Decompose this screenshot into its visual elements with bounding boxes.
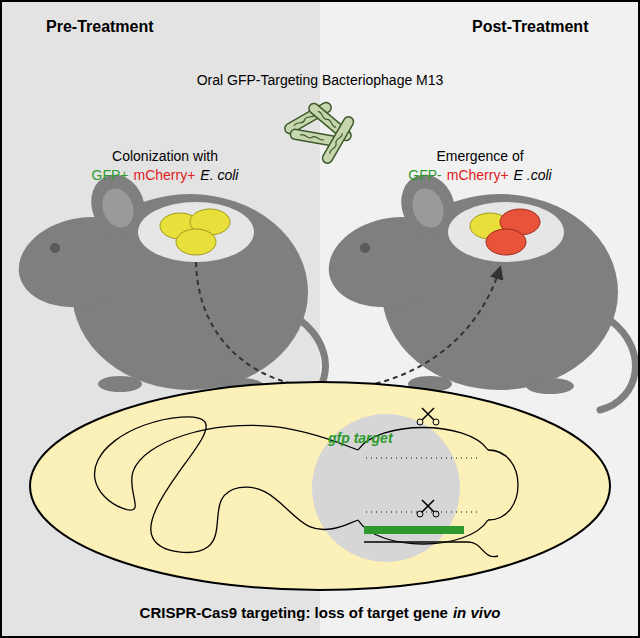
label-row: Oral GFP-Targeting Bacteriophage M13 [197,72,444,88]
bacteria-pre [160,209,230,255]
label-row: GFP+mCherry+ E. coli [92,167,239,183]
panel-heading: Pre-Treatment [46,18,154,36]
annotation-text: Oral GFP-Targeting Bacteriophage M13 [197,72,444,88]
dashed-arrow [196,262,500,389]
annotation-text: E. coli [200,167,238,183]
annotation-text: Colonization with [112,148,218,164]
annotation-text: GFP+ [92,167,129,183]
label-row: GFP-mCherry+ E .coli [408,167,551,183]
annotation-text: mCherry+ [133,167,195,183]
annotation-text: E .coli [514,167,552,183]
label-row: Colonization with [112,148,218,164]
mouse-pre [10,167,325,410]
panel-heading: Post-Treatment [472,18,588,36]
annotation-text: Emergence of [436,148,523,164]
label-row: CRISPR-Cas9 targeting: loss of target ge… [140,604,501,621]
cell-outline [28,380,612,592]
phage-icon [283,101,355,165]
annotation-text: in vivo [453,604,501,621]
bacterium-cell: gfp target [28,380,612,592]
annotation-text: mCherry+ [447,167,509,183]
bacteria-post [470,209,540,255]
mouse-post [320,167,635,410]
annotation-text: CRISPR-Cas9 targeting: loss of target ge… [140,604,448,621]
annotation-text: GFP- [408,167,441,183]
label-row: Emergence of [436,148,523,164]
gene-label: gfp target [328,430,393,446]
